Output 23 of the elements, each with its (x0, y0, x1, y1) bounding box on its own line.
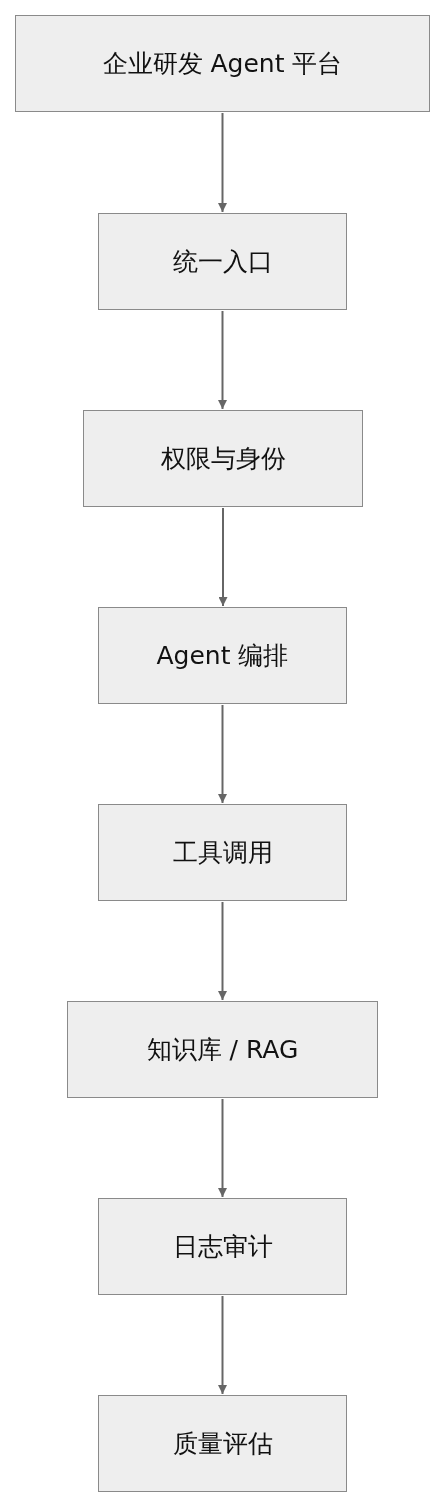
arrow (218, 901, 227, 1001)
box-label: 企业研发 Agent 平台 (102, 48, 343, 80)
box-label: Agent 编排 (156, 640, 289, 672)
box-label: 质量评估 (172, 1428, 273, 1460)
arrow (218, 310, 227, 410)
arrow (218, 704, 227, 804)
arrow (218, 507, 228, 607)
process-box (98, 804, 347, 901)
box-label: 日志审计 (172, 1231, 273, 1263)
arrow (218, 1295, 227, 1395)
process-box (98, 213, 347, 310)
arrow (218, 112, 227, 213)
box-label: 权限与身份 (160, 443, 286, 475)
box-label: 知识库 / RAG (146, 1034, 299, 1066)
process-box (15, 15, 430, 112)
process-box (98, 1198, 347, 1295)
process-box (67, 1001, 378, 1098)
box-label: 工具调用 (172, 837, 273, 869)
process-box (98, 1395, 347, 1492)
process-box (83, 410, 363, 507)
arrow (218, 1098, 227, 1198)
process-box (98, 607, 347, 704)
box-label: 统一入口 (172, 246, 273, 278)
